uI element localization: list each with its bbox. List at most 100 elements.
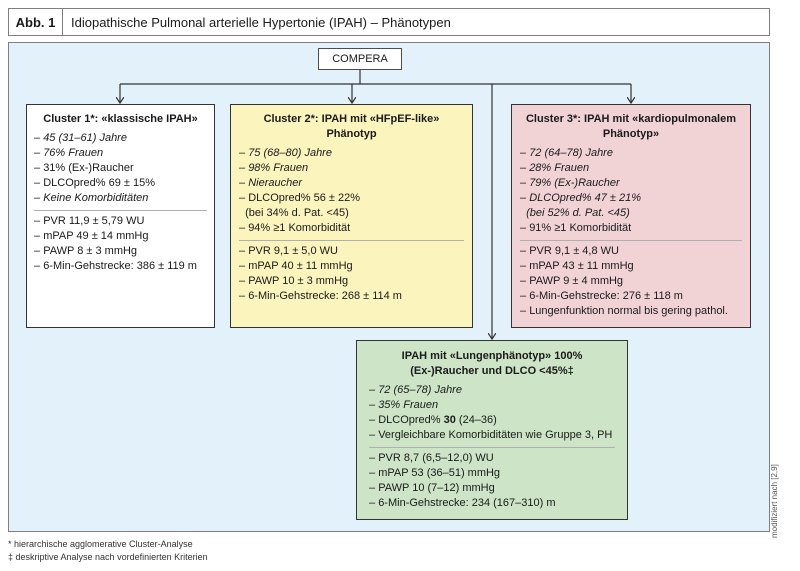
cluster-list-item: – 6-Min-Gehstrecke: 234 (167–310) m — [369, 496, 615, 511]
dash-bullet: – — [369, 482, 379, 494]
dash-bullet: – — [239, 245, 249, 257]
cluster-list-item: – DLCOpred% 30 (24–36) — [369, 413, 615, 428]
cluster-item-text: DLCOpred% 30 (24–36) — [378, 414, 497, 426]
group-divider — [369, 447, 615, 448]
cluster-item-text: (bei 52% d. Pat. <45) — [526, 207, 630, 219]
cluster-item-text: DLCOpred% 47 ± 21% — [529, 192, 642, 204]
cluster-list-item: – PAWP 10 (7–12) mmHg — [369, 481, 615, 496]
cluster-item-text: 6-Min-Gehstrecke: 276 ± 118 m — [529, 290, 683, 302]
cluster-item-text: 6-Min-Gehstrecke: 234 (167–310) m — [378, 497, 556, 509]
cluster-item-text: mPAP 49 ± 14 mmHg — [43, 230, 149, 242]
cluster-list-item: (bei 52% d. Pat. <45) — [520, 206, 742, 221]
cluster-list-item: – 91% ≥1 Komorbidität — [520, 221, 742, 236]
cluster-list-item: – PVR 11,9 ± 5,79 WU — [34, 214, 207, 229]
figure-title: Idiopathische Pulmonal arterielle Hypert… — [71, 14, 451, 30]
cluster-list-item: (bei 34% d. Pat. <45) — [239, 206, 464, 221]
cluster-item-text: 79% (Ex-)Raucher — [529, 177, 620, 189]
cluster-list-item: – 79% (Ex-)Raucher — [520, 176, 742, 191]
cluster-list-item: – 75 (68–80) Jahre — [239, 146, 464, 161]
cluster-item-text: 28% Frauen — [529, 162, 590, 174]
cluster-item-text: Lungenfunktion normal bis gering pathol. — [529, 305, 728, 317]
dash-bullet: – — [239, 222, 249, 234]
cluster-list-item: – 35% Frauen — [369, 398, 615, 413]
cluster-item-text: mPAP 40 ± 11 mmHg — [248, 260, 353, 272]
cluster-title: Cluster 1*: «klassische IPAH» — [43, 113, 198, 125]
cluster-2-box: Cluster 2*: IPAH mit «HFpEF-like» Phänot… — [230, 104, 473, 328]
cluster-list-item: – PVR 8,7 (6,5–12,0) WU — [369, 451, 615, 466]
cluster-list-item: – DLCOpred% 56 ± 22% — [239, 191, 464, 206]
root-node-compera: COMPERA — [318, 48, 402, 70]
cluster-item-text: 6-Min-Gehstrecke: 386 ± 119 m — [43, 260, 197, 272]
dash-bullet: – — [239, 290, 249, 302]
cluster-list-item: – PVR 9,1 ± 4,8 WU — [520, 244, 742, 259]
cluster-list-item: – DLCOpred% 47 ± 21% — [520, 191, 742, 206]
cluster-item-text: 35% Frauen — [378, 399, 439, 411]
footnote-cluster-analysis: * hierarchische agglomerative Cluster-An… — [8, 539, 193, 549]
cluster-title: Cluster 3*: IPAH mit «kardiopulmonalem P… — [525, 113, 737, 140]
cluster-1-box: Cluster 1*: «klassische IPAH» – 45 (31–61… — [26, 104, 215, 328]
dash-bullet: – — [369, 429, 379, 441]
cluster-item-text: Vergleichbare Komorbiditäten wie Gruppe … — [378, 429, 613, 441]
dash-bullet: – — [520, 305, 530, 317]
lung-phenotype-box: IPAH mit «Lungenphänotyp» 100% (Ex-)Rauc… — [356, 340, 628, 520]
cluster-list-item: – Keine Komorbiditäten — [34, 191, 207, 206]
cluster-item-text: 72 (65–78) Jahre — [378, 384, 462, 396]
cluster-list-item: – PAWP 8 ± 3 mmHg — [34, 244, 207, 259]
source-note: modifiziert nach [2,9] — [770, 464, 779, 538]
dash-bullet: – — [34, 260, 44, 272]
dash-bullet: – — [520, 290, 530, 302]
cluster-list-item: – 72 (65–78) Jahre — [369, 383, 615, 398]
dash-bullet: – — [34, 162, 44, 174]
cluster-item-text: PAWP 10 (7–12) mmHg — [378, 482, 495, 494]
dash-bullet: – — [34, 230, 44, 242]
cluster-list-item: – DLCOpred% 69 ± 15% — [34, 176, 207, 191]
cluster-item-text: PAWP 9 ± 4 mmHg — [529, 275, 624, 287]
cluster-item-text: 76% Frauen — [43, 147, 104, 159]
cluster-list-item: – 6-Min-Gehstrecke: 268 ± 114 m — [239, 289, 464, 304]
dash-bullet: – — [239, 177, 249, 189]
cluster-title: IPAH mit «Lungenphänotyp» 100% (Ex-)Rauc… — [401, 350, 583, 377]
cluster-item-text: 91% ≥1 Komorbidität — [529, 222, 632, 234]
cluster-list-item: – Lungenfunktion normal bis gering patho… — [520, 304, 742, 319]
dash-bullet: – — [239, 147, 249, 159]
cluster-list-item: – mPAP 40 ± 11 mmHg — [239, 259, 464, 274]
dash-bullet: – — [34, 147, 44, 159]
cluster-list-item: – PAWP 10 ± 3 mmHg — [239, 274, 464, 289]
cluster-list-item: – PVR 9,1 ± 5,0 WU — [239, 244, 464, 259]
cluster-item-text: DLCOpred% 56 ± 22% — [248, 192, 361, 204]
cluster-list-item: – PAWP 9 ± 4 mmHg — [520, 274, 742, 289]
cluster-3-box: Cluster 3*: IPAH mit «kardiopulmonalem P… — [511, 104, 751, 328]
cluster-list-item: – mPAP 49 ± 14 mmHg — [34, 229, 207, 244]
cluster-list-item: – Vergleichbare Komorbiditäten wie Grupp… — [369, 428, 615, 443]
dash-bullet: – — [369, 467, 379, 479]
dash-bullet: – — [520, 162, 530, 174]
dash-bullet: – — [520, 177, 530, 189]
cluster-list-item: – 28% Frauen — [520, 161, 742, 176]
dash-bullet: – — [520, 245, 530, 257]
cluster-list-item: – 6-Min-Gehstrecke: 386 ± 119 m — [34, 259, 207, 274]
cluster-item-text: PVR 8,7 (6,5–12,0) WU — [378, 452, 494, 464]
dash-bullet: – — [369, 399, 379, 411]
dash-bullet: – — [520, 147, 530, 159]
cluster-item-text: 45 (31–61) Jahre — [43, 132, 127, 144]
cluster-list-item: – 6-Min-Gehstrecke: 276 ± 118 m — [520, 289, 742, 304]
cluster-item-text: PVR 9,1 ± 4,8 WU — [529, 245, 619, 257]
cluster-item-text: DLCOpred% 69 ± 15% — [43, 177, 156, 189]
dash-bullet: – — [34, 192, 44, 204]
dash-bullet: – — [369, 497, 379, 509]
cluster-list-item: – 76% Frauen — [34, 146, 207, 161]
dash-bullet: – — [34, 177, 44, 189]
cluster-list-item: – 45 (31–61) Jahre — [34, 131, 207, 146]
dash-bullet: – — [520, 222, 530, 234]
cluster-item-text: (bei 34% d. Pat. <45) — [245, 207, 349, 219]
cluster-item-text: 6-Min-Gehstrecke: 268 ± 114 m — [248, 290, 402, 302]
figure-header: Abb. 1 Idiopathische Pulmonal arterielle… — [8, 8, 770, 36]
cluster-item-text: PAWP 10 ± 3 mmHg — [248, 275, 349, 287]
cluster-item-text: mPAP 43 ± 11 mmHg — [529, 260, 634, 272]
cluster-list-item: – 31% (Ex-)Raucher — [34, 161, 207, 176]
cluster-item-text: PVR 11,9 ± 5,79 WU — [43, 215, 145, 227]
dash-bullet: – — [520, 275, 530, 287]
cluster-item-text: 98% Frauen — [248, 162, 309, 174]
cluster-item-text: 31% (Ex-)Raucher — [43, 162, 134, 174]
